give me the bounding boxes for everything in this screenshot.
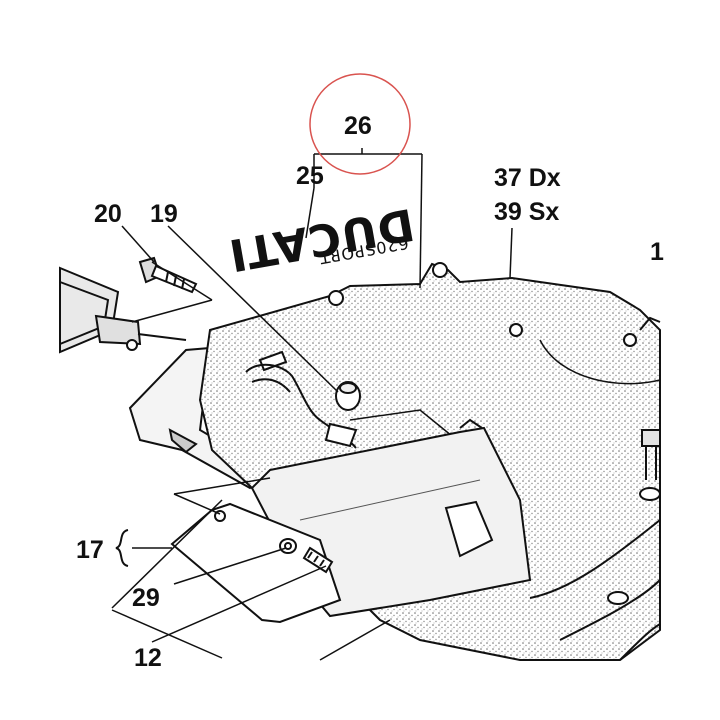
brace-17: [115, 529, 129, 567]
hose-assembly: [59, 266, 187, 354]
right-bolt: [607, 429, 661, 605]
callout-39-sx: 39 Sx: [494, 198, 560, 226]
bolt-20: [138, 256, 198, 294]
highlight-circle-26: [309, 73, 411, 175]
sensor-cable-19: [245, 363, 361, 449]
callout-17: 17: [76, 536, 104, 564]
callout-19: 19: [150, 200, 178, 228]
engine-casing-edge: [529, 519, 661, 661]
washer-29: [279, 538, 297, 554]
callout-29: 29: [132, 584, 160, 612]
callout-12: 12: [134, 644, 162, 672]
callout-25: 25: [296, 162, 324, 190]
callout-26: 26: [344, 112, 372, 140]
callout-37-dx: 37 Dx: [494, 164, 561, 192]
callout-20: 20: [94, 200, 122, 228]
callout-1: 1: [650, 238, 664, 266]
leader-lines: [111, 148, 513, 661]
